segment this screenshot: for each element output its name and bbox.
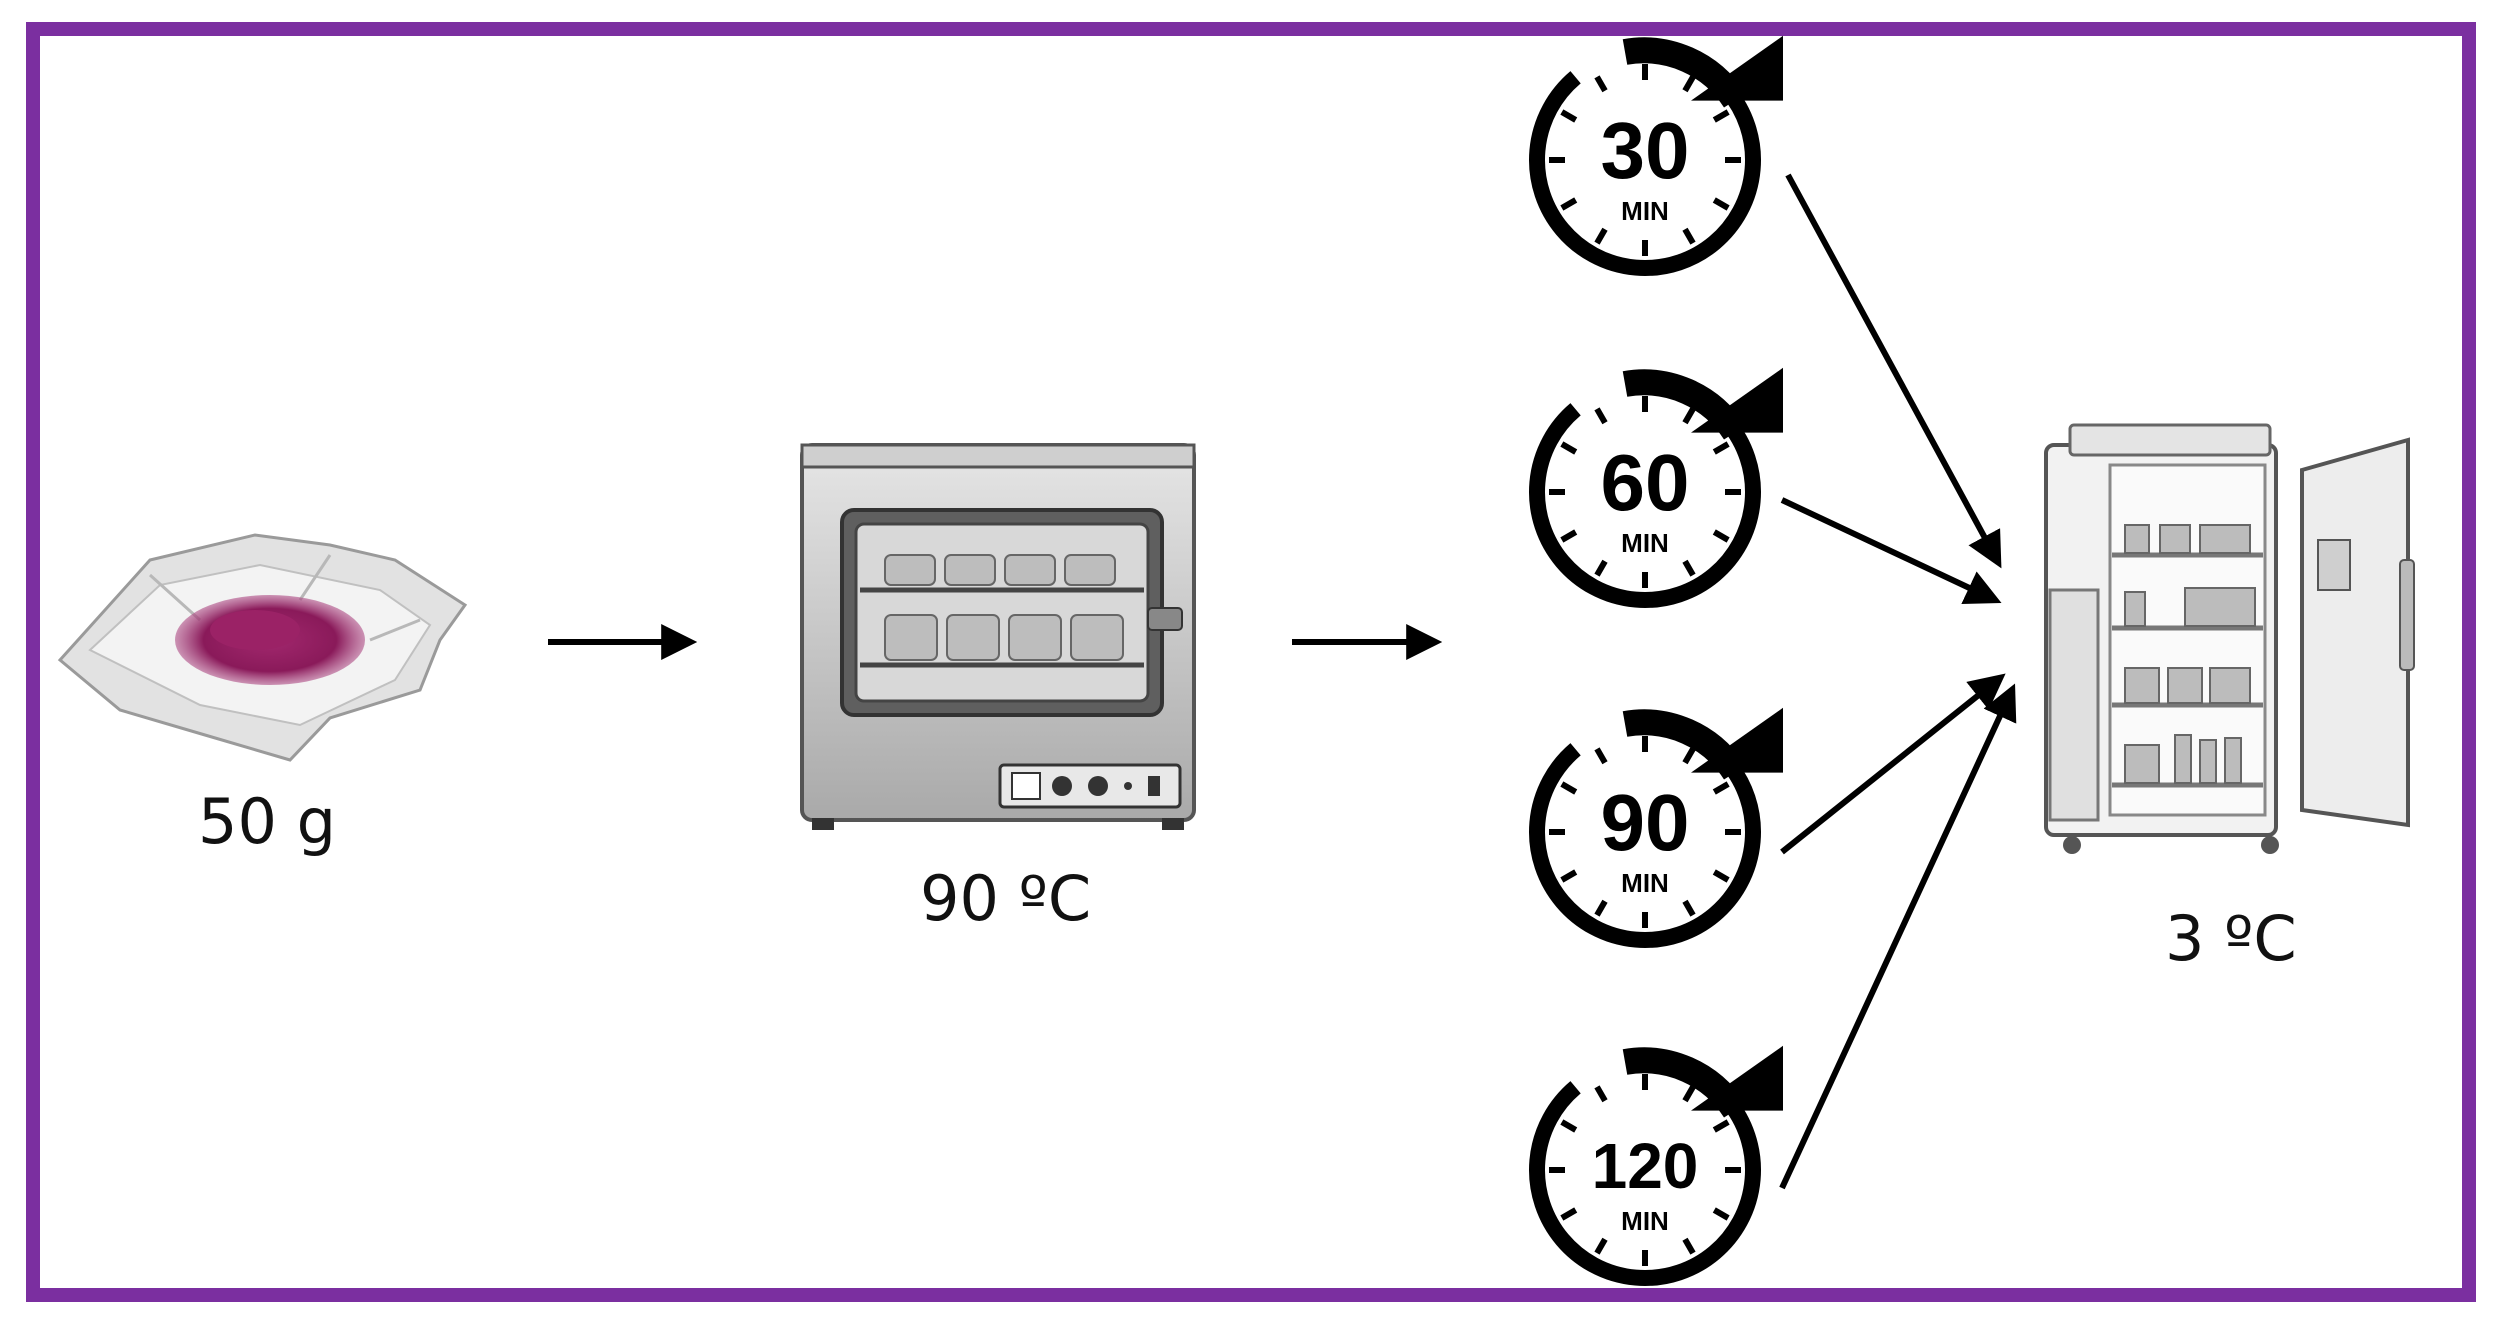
- arrow-60min-to-fridge: [1780, 497, 2002, 605]
- arrow-30min-to-fridge: [1785, 173, 2002, 569]
- timer-unit: MIN: [1621, 528, 1669, 558]
- refrigerator-icon: [2044, 423, 2415, 854]
- timer-unit: MIN: [1621, 868, 1669, 898]
- timer-unit: MIN: [1621, 196, 1669, 226]
- oven-temperature-label: 90 ºC: [920, 862, 1092, 935]
- timer-number: 90: [1601, 778, 1690, 867]
- timer-number: 120: [1592, 1130, 1699, 1202]
- arrow-120min-to-fridge: [1779, 683, 2017, 1190]
- sample-mass-label: 50 g: [198, 785, 336, 858]
- fridge-temperature-label: 3 ºC: [2165, 902, 2297, 975]
- drying-oven-icon: [800, 443, 1196, 830]
- arrow-90min-to-fridge: [1780, 673, 2006, 855]
- timer-unit: MIN: [1621, 1206, 1669, 1236]
- timer-number: 60: [1601, 438, 1690, 527]
- timer-number: 30: [1601, 106, 1690, 195]
- powder-on-foil-icon: [57, 533, 468, 762]
